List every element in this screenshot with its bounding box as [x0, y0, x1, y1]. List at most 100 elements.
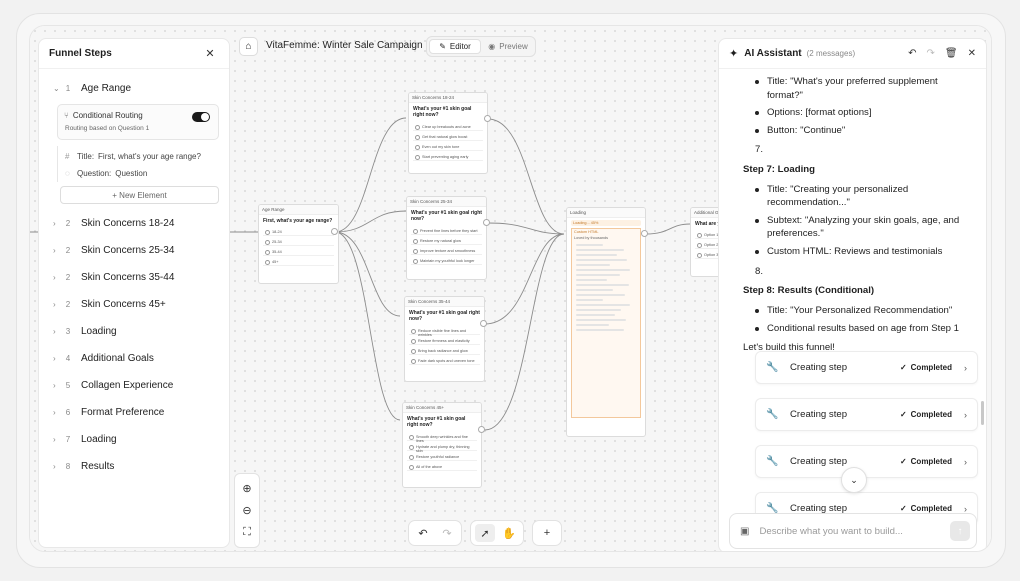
node-port[interactable] — [641, 230, 648, 237]
chevron-down-icon[interactable]: ⌄ — [53, 84, 60, 93]
chevron-right-icon[interactable]: › — [964, 409, 967, 420]
new-element-button[interactable]: + New Element — [60, 186, 219, 204]
node-option: Restore firmness and elasticity — [409, 337, 480, 345]
chevron-right-icon[interactable]: › — [53, 327, 56, 336]
edge-35-44 — [334, 231, 401, 317]
step-label: Age Range — [81, 83, 132, 94]
undo-icon[interactable]: ↶ — [418, 527, 428, 540]
node-option: Bring back radiance and glow — [409, 347, 480, 355]
edit-icon: ✎ — [439, 42, 446, 51]
message-bullet: Options: [format options] — [755, 106, 976, 120]
node-skin-35-44[interactable]: Skin Concerns 35-44 What's your #1 skin … — [404, 296, 485, 382]
element-title[interactable]: # Title: First, what's your age range? — [58, 148, 229, 165]
step-label: Format Preference — [81, 407, 165, 418]
node-skin-45[interactable]: Skin Concerns 45+ What's your #1 skin go… — [402, 402, 482, 488]
select-cursor-icon[interactable]: ➚ — [475, 524, 495, 542]
pointer-group: ➚ ✋ — [470, 520, 524, 546]
chevron-right-icon[interactable]: › — [964, 503, 967, 514]
routing-toggle[interactable] — [192, 112, 210, 122]
redo-icon[interactable]: ↷ — [926, 48, 935, 59]
chevron-right-icon[interactable]: › — [53, 273, 56, 282]
sparkle-icon: ✦ — [729, 48, 739, 60]
chevron-right-icon[interactable]: › — [53, 219, 56, 228]
status-text: Completed — [910, 410, 952, 419]
funnel-steps-header: Funnel Steps ✕ — [39, 39, 229, 69]
chevron-right-icon[interactable]: › — [53, 354, 56, 363]
chevron-right-icon[interactable]: › — [964, 362, 967, 373]
edge-18-24 — [334, 117, 407, 233]
close-icon[interactable]: ✕ — [205, 48, 215, 60]
chevron-down-icon: ⌄ — [850, 474, 858, 485]
node-age-range[interactable]: Age Range First, what's your age range? … — [258, 204, 339, 284]
image-attach-icon[interactable]: ▣ — [740, 525, 750, 537]
chat-scrollbar[interactable] — [981, 401, 984, 425]
node-header: Age Range — [259, 205, 338, 215]
chevron-right-icon[interactable]: › — [53, 300, 56, 309]
node-option: 45+ — [263, 258, 334, 267]
chevron-right-icon[interactable]: › — [964, 456, 967, 467]
tool-call-label: Creating step — [790, 456, 848, 467]
custom-html-label: Custom HTML — [574, 230, 599, 234]
placeholder-line — [576, 289, 614, 291]
fit-view-icon[interactable]: ⛶ — [243, 525, 251, 538]
step-label: Results — [81, 461, 115, 472]
tool-call-card[interactable]: 🔧Creating step✓Completed› — [755, 351, 978, 384]
trash-icon[interactable]: 🗑 — [944, 48, 958, 59]
add-group: + — [532, 520, 562, 546]
step-label: Collagen Experience — [81, 380, 174, 391]
node-port[interactable] — [331, 228, 338, 235]
tool-call-status: ✓Completed — [900, 363, 952, 372]
home-icon: ⌂ — [245, 41, 252, 52]
message-bullet: Title: "Creating your personalized recom… — [755, 183, 976, 210]
placeholder-line — [576, 299, 604, 301]
close-icon[interactable]: ✕ — [967, 48, 976, 59]
node-port[interactable] — [484, 115, 491, 122]
editor-tab[interactable]: ✎Editor — [429, 39, 481, 54]
chevron-right-icon[interactable]: › — [53, 408, 56, 417]
chevron-right-icon[interactable]: › — [53, 246, 56, 255]
node-skin-18-24[interactable]: Skin Concerns 18-24 What's your #1 skin … — [408, 92, 488, 174]
canvas-toolbar: ↶ ↷ ➚ ✋ + — [408, 520, 562, 546]
node-port[interactable] — [478, 426, 485, 433]
funnel-steps-panel: Funnel Steps ✕ ⌄ 1 Age Range ⑂ Condition… — [38, 38, 230, 548]
node-port[interactable] — [483, 219, 490, 226]
chevron-right-icon[interactable]: › — [53, 462, 56, 471]
chevron-right-icon[interactable]: › — [53, 381, 56, 390]
send-button[interactable]: ↑ — [950, 521, 970, 541]
chevron-right-icon[interactable]: › — [53, 435, 56, 444]
node-port[interactable] — [480, 320, 487, 327]
message-number: 8. — [755, 265, 764, 277]
hand-pan-icon[interactable]: ✋ — [502, 527, 516, 540]
assistant-title: AI Assistant — [744, 48, 802, 59]
zoom-in-icon[interactable]: ⊕ — [242, 483, 252, 496]
tool-call-card[interactable]: 🔧Creating step✓Completed› — [755, 445, 978, 478]
scroll-down-button[interactable]: ⌄ — [841, 467, 867, 493]
chat-input[interactable] — [759, 525, 950, 537]
element-question[interactable]: ◌ Question: Question — [58, 165, 229, 182]
placeholder-line — [576, 329, 624, 331]
conditional-routing-card[interactable]: ⑂ Conditional Routing Routing based on Q… — [57, 104, 219, 140]
home-button[interactable]: ⌂ — [239, 37, 258, 56]
redo-icon[interactable]: ↷ — [442, 527, 452, 540]
tool-call-card[interactable]: 🔧Creating step✓Completed› — [755, 398, 978, 431]
undo-icon[interactable]: ↶ — [908, 48, 917, 59]
node-skin-25-34[interactable]: Skin Concerns 25-34 What's your #1 skin … — [406, 196, 487, 280]
placeholder-line — [576, 259, 627, 261]
add-step-icon[interactable]: + — [543, 527, 551, 539]
zoom-out-icon[interactable]: ⊖ — [242, 504, 252, 517]
preview-tab[interactable]: ◉Preview — [483, 39, 533, 54]
placeholder-line — [576, 269, 631, 271]
preview-label: Preview — [499, 42, 528, 51]
node-loading[interactable]: Loading Loading... 45% Custom HTML Loved… — [566, 207, 646, 437]
step-item-age-range[interactable]: ⌄ 1 Age Range — [39, 75, 229, 102]
